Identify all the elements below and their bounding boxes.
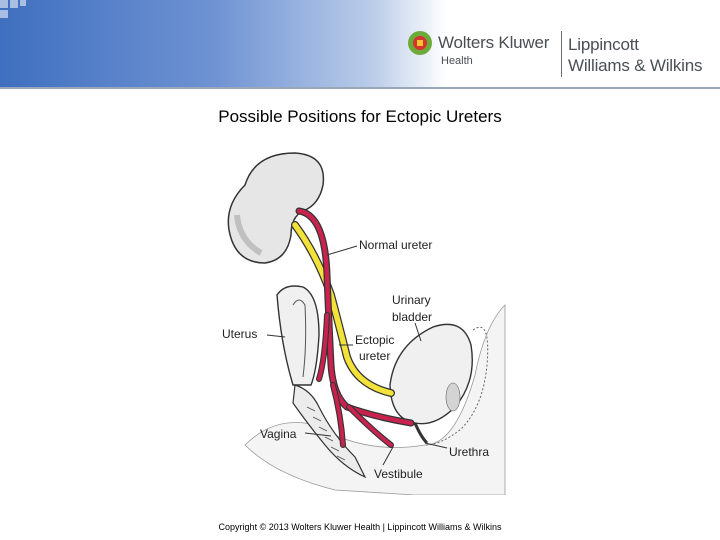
urethra-tube xyxy=(413,422,429,445)
label-vestibule: Vestibule xyxy=(374,467,423,481)
brand-secondary-line1: Lippincott xyxy=(568,35,639,54)
label-urethra: Urethra xyxy=(449,445,489,459)
vagina-rugae xyxy=(306,406,346,461)
label-ectopic-ureter-line1: Ectopic xyxy=(355,333,394,347)
brand-divider xyxy=(561,31,562,77)
kidney-shading xyxy=(234,214,263,256)
pubic-outline xyxy=(424,326,489,446)
label-normal-ureter: Normal ureter xyxy=(359,238,432,252)
brand-primary-sub: Health xyxy=(441,55,473,67)
vagina xyxy=(292,384,367,479)
label-urinary-bladder-line2: bladder xyxy=(392,310,432,324)
uterus xyxy=(276,285,320,386)
wolters-kluwer-logo-icon xyxy=(408,31,432,55)
ectopic-ureter-illustration: Normal ureter Urinary bladder Uterus Ect… xyxy=(215,145,510,495)
label-urinary-bladder-line1: Urinary xyxy=(392,293,431,307)
brand-secondary-line2: Williams & Wilkins xyxy=(568,56,703,75)
brand-primary: Wolters Kluwer xyxy=(438,33,550,52)
label-vagina: Vagina xyxy=(260,427,297,441)
copyright-footer: Copyright © 2013 Wolters Kluwer Health |… xyxy=(218,522,502,532)
label-ectopic-ureter-line2: ureter xyxy=(359,349,390,363)
uterus-cavity xyxy=(292,299,307,378)
bladder-detail xyxy=(445,382,461,412)
urinary-bladder xyxy=(389,323,473,425)
corner-decoration xyxy=(0,0,40,24)
header-rule xyxy=(0,87,720,89)
kidney xyxy=(227,152,325,264)
slide-title: Possible Positions for Ectopic Ureters xyxy=(218,107,502,126)
label-uterus: Uterus xyxy=(222,327,257,341)
anatomy-diagram: Normal ureter Urinary bladder Uterus Ect… xyxy=(222,152,506,495)
leader-lines xyxy=(266,245,448,466)
header-banner: Wolters Kluwer Health Lippincott William… xyxy=(0,0,720,88)
